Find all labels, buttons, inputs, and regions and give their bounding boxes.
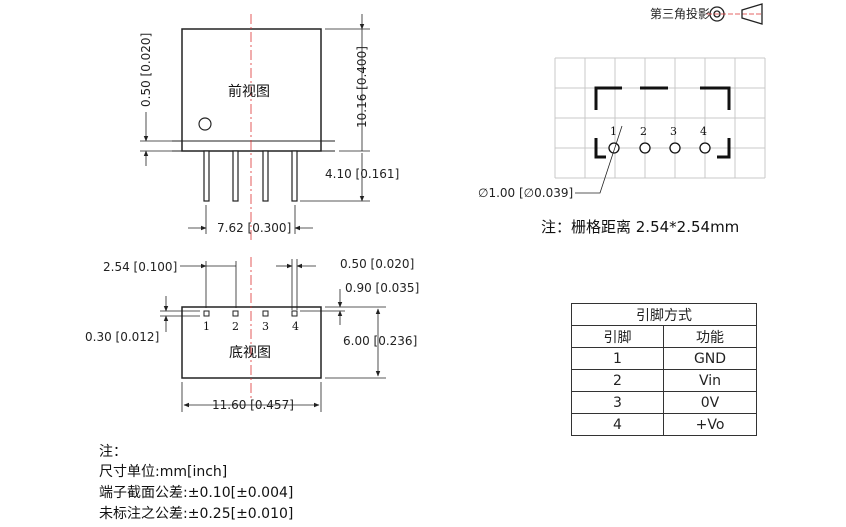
dim-pin-offset: 0.90 [0.035]: [345, 281, 419, 295]
pcb-grid: 1 2 3 4 ∅1.00 [∅0.039]: [478, 57, 766, 200]
pcb-pin-label-2: 2: [640, 125, 647, 138]
front-pin-3: [262, 150, 269, 202]
dim-depth: 6.00 [0.236]: [343, 334, 417, 348]
table-cell: 4: [571, 413, 664, 436]
pin-table-header-function: 功能: [663, 325, 757, 348]
grid-note: 注：栅格距离 2.54*2.54mm: [541, 218, 740, 236]
pcb-pin-label-3: 3: [670, 125, 677, 138]
table-cell: 0V: [663, 391, 757, 414]
dim-pin-w: 0.50 [0.020]: [340, 257, 414, 271]
front-view-body: [181, 28, 322, 152]
note-line-3: 未标注之公差:±0.25[±0.010]: [99, 506, 294, 522]
pcb-pin-label-1: 1: [610, 125, 617, 138]
front-pin-1: [203, 150, 210, 202]
front-pin-4: [291, 150, 298, 202]
front-pin-2: [232, 150, 239, 202]
table-row: 1 GND: [571, 347, 757, 370]
table-row: 3 0V: [571, 391, 757, 414]
bottom-pin-label-1: 1: [203, 320, 210, 333]
table-row: 4 +Vo: [571, 413, 757, 436]
note-line-1: 尺寸单位:mm[inch]: [99, 464, 228, 480]
dim-height: 10.16 [0.400]: [355, 46, 369, 128]
pin-table-title: 引脚方式: [571, 303, 757, 326]
table-cell: 1: [571, 347, 664, 370]
dim-pitch: 2.54 [0.100]: [103, 260, 177, 274]
dim-pin-top: 0.50 [0.020]: [139, 33, 153, 107]
note-line-2: 端子截面公差:±0.10[±0.004]: [99, 485, 294, 501]
pin-table: 引脚方式 引脚 功能 1 GND 2 Vin 3 0V 4 +Vo: [571, 303, 757, 436]
pcb-hole-1: [608, 142, 620, 154]
table-cell: Vin: [663, 369, 757, 392]
pcb-hole-3: [669, 142, 681, 154]
dim-hole: ∅1.00 [∅0.039]: [478, 186, 573, 200]
bottom-view-label: 底视图: [229, 345, 271, 361]
table-row: 2 Vin: [571, 369, 757, 392]
table-cell: GND: [663, 347, 757, 370]
pcb-hole-4: [699, 142, 711, 154]
bottom-pin-4: [291, 310, 298, 317]
bottom-view: 1 2 3 4 底视图 2.54 [0.100] 0.50 [0.020] 0.…: [85, 257, 419, 412]
notes-title: 注：: [99, 444, 127, 460]
front-view-label: 前视图: [228, 83, 270, 100]
bottom-pin-3: [262, 310, 269, 317]
bottom-view-body: [181, 306, 322, 379]
table-cell: 3: [571, 391, 664, 414]
pcb-pin-label-4: 4: [700, 125, 707, 138]
bottom-pin-1: [203, 310, 210, 317]
dim-length: 11.60 [0.457]: [212, 398, 294, 412]
dim-pin-len: 4.10 [0.161]: [325, 167, 399, 181]
front-view: 前视图 0.50 [0.020] 10.16 [0.400] 4.10 [0.1…: [139, 14, 399, 240]
table-cell: 2: [571, 369, 664, 392]
table-cell: +Vo: [663, 413, 757, 436]
pcb-hole-2: [639, 142, 651, 154]
bottom-pin-label-3: 3: [262, 320, 269, 333]
dim-pitch-total: 7.62 [0.300]: [217, 221, 291, 235]
dim-pin-t: 0.30 [0.012]: [85, 330, 159, 344]
bottom-pin-label-4: 4: [292, 320, 299, 333]
pin-table-header-pin: 引脚: [571, 325, 664, 348]
projection-symbol-icon: [707, 3, 763, 25]
bottom-pin-2: [232, 310, 239, 317]
pin1-marker: [198, 117, 212, 131]
bottom-pin-label-2: 2: [232, 320, 239, 333]
projection-label: 第三角投影: [650, 6, 710, 21]
